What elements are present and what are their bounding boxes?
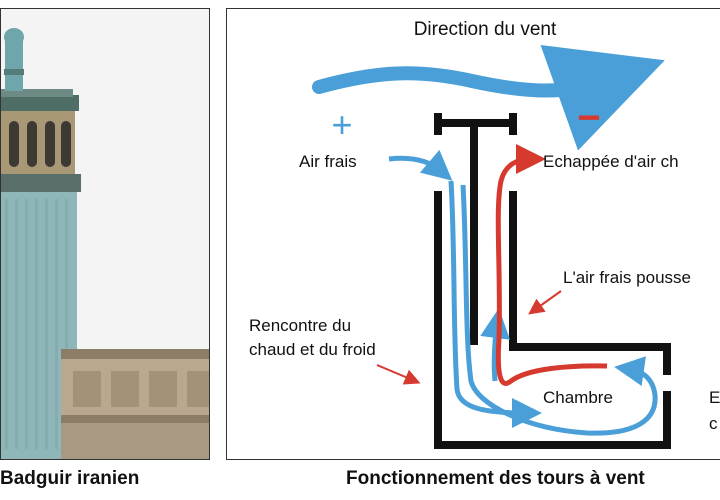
photo-caption: Badguir iranien	[0, 468, 140, 489]
fresh-air-rise-arrow	[480, 308, 511, 382]
fresh-air-pushes-label: L'air frais pousse	[563, 268, 691, 287]
wind-direction-label: Direction du vent	[414, 19, 557, 40]
chamber-loop-arrow	[460, 184, 658, 436]
meeting-pointer-arrow	[376, 364, 421, 385]
tower-structure	[434, 113, 671, 449]
minus-sign: −	[577, 96, 600, 140]
plus-sign: +	[331, 104, 352, 145]
fresh-air-down-arrow	[448, 180, 542, 428]
hot-air-exhaust-label: Echappée d'air ch	[543, 152, 679, 171]
fresh-air-entry-arrow	[388, 149, 453, 181]
wind-tower-diagram: Direction du vent + −	[226, 8, 720, 460]
warm-air-exit-arrow	[495, 144, 608, 386]
push-pointer-arrow	[528, 290, 562, 315]
diagram-canvas: Direction du vent + −	[249, 19, 720, 449]
photo-badguir	[0, 8, 210, 460]
wind-tower-photo	[1, 9, 209, 459]
fresh-air-label: Air frais	[299, 152, 357, 171]
edge-letter-2: c	[709, 414, 718, 433]
chamber-label: Chambre	[543, 388, 613, 407]
edge-letter-1: E	[709, 388, 720, 407]
meeting-label-line2: chaud et du froid	[249, 340, 376, 359]
meeting-label-line1: Rencontre du	[249, 316, 351, 335]
diagram-caption: Fonctionnement des tours à vent	[346, 468, 645, 489]
wind-arrow	[312, 44, 665, 151]
